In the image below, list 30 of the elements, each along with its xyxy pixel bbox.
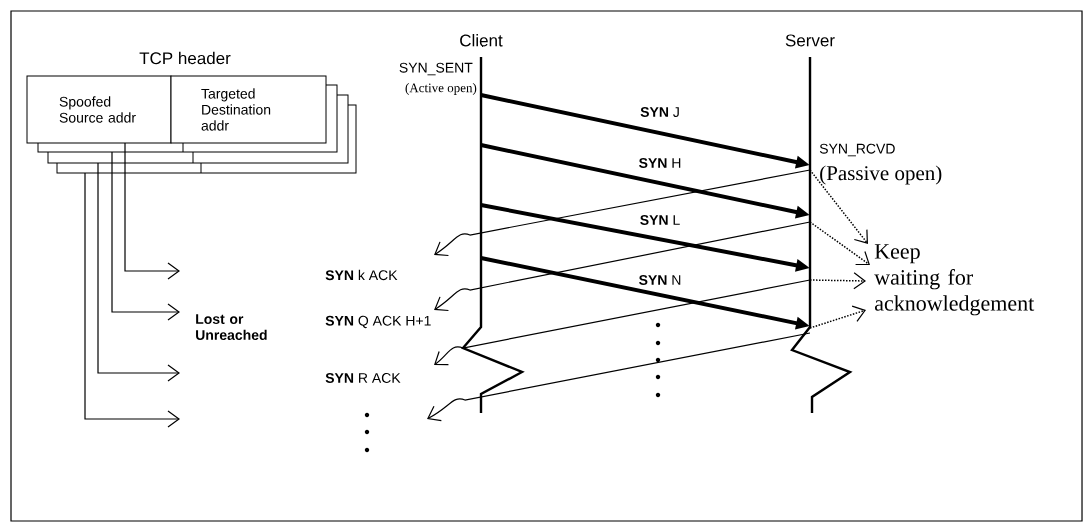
arrow [84, 172, 180, 428]
arrow [434, 221, 811, 312]
header-field: Spoofed Source addr [26, 75, 172, 144]
lifeline-header: Server [785, 34, 835, 47]
arrow [427, 332, 811, 422]
arrow [124, 142, 180, 280]
edge-label: SYN k ACK [325, 269, 398, 281]
status-text: Keep waiting for acknowledgement [874, 244, 1035, 316]
arrow [111, 151, 180, 321]
state-label: SYN_SENT [399, 62, 473, 76]
arrow [809, 305, 866, 329]
arrow [809, 221, 870, 266]
edge-label: SYN J [640, 107, 679, 117]
arrow [434, 169, 811, 257]
status-text: Lost or Unreached [196, 314, 267, 340]
edge-label: SYN L [640, 215, 680, 225]
header-field: Targeted Destination addr [170, 75, 327, 144]
lifeline-header: Client [460, 34, 503, 47]
arrow [97, 162, 180, 382]
state-label: SYN_RCVD [819, 143, 895, 157]
edge-label: SYN R ACK [325, 373, 401, 383]
edge-label: SYN N [639, 275, 681, 285]
arrow [434, 279, 811, 366]
state-label: (Passive open) [820, 165, 942, 185]
arrow [809, 272, 866, 290]
text-label: TCP header [139, 51, 231, 65]
edge-label: SYN H [639, 158, 681, 168]
state-label: (Active open) [405, 83, 477, 95]
arrow [809, 169, 868, 244]
edge-label: SYN Q ACK H+1 [325, 315, 431, 329]
